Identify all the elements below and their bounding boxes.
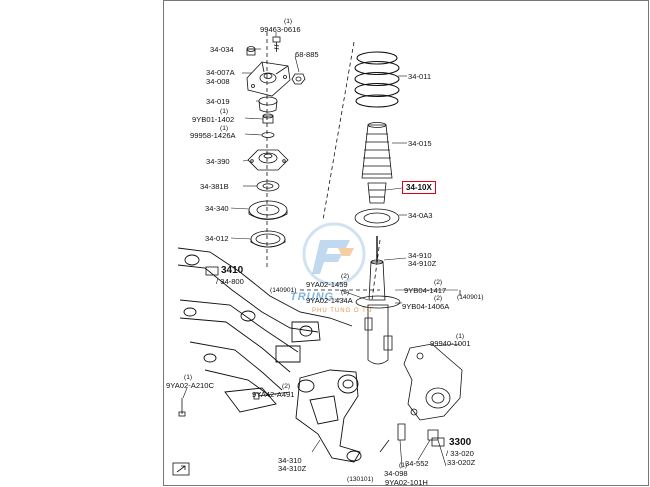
qty-9yb01: (1) <box>220 108 229 115</box>
bolt-9ya42 <box>253 391 291 400</box>
ref-34-800[interactable]: / 34-800 <box>216 277 244 286</box>
part-9ya02-a210c[interactable]: 9YA02-A210C <box>166 381 214 390</box>
watermark-brand: TRUNG... <box>290 291 347 303</box>
nut-68885 <box>291 73 306 85</box>
part-34-012[interactable]: 34-012 <box>205 234 229 243</box>
strut-34910 <box>355 236 401 365</box>
bolt-9ya02-a210c <box>178 398 186 417</box>
spring-rubber-34012 <box>250 230 286 248</box>
part-9ya02-1434a[interactable]: 9YA02-1434A <box>306 296 353 305</box>
part-99940-1001[interactable]: 99940-1001 <box>430 339 471 348</box>
strut-axis-upper <box>322 41 355 221</box>
bolt-99463 <box>272 36 281 52</box>
coil-spring-34011 <box>354 51 400 108</box>
watermark-logo-icon <box>302 222 366 286</box>
part-34-340[interactable]: 34-340 <box>205 204 229 213</box>
qty-34-098: (1) <box>399 462 408 469</box>
ball-joint-hardware <box>379 423 439 453</box>
part-9yb01-1402[interactable]: 9YB01-1402 <box>192 115 235 124</box>
spring-seat-34340 <box>248 200 288 220</box>
ref-3410-icon <box>205 266 219 276</box>
part-9yb04-1406a[interactable]: 9YB04-1406A <box>402 302 450 311</box>
qty-9yb04-1417: (2) <box>434 279 443 286</box>
part-34-015[interactable]: 34-015 <box>408 139 432 148</box>
watermark-subtitle: PHỤ TÙNG Ô TÔ <box>312 308 373 314</box>
part-34-034[interactable]: 34-034 <box>210 45 234 54</box>
part-34-007a[interactable]: 34-007A <box>206 68 235 77</box>
front-arrow-icon <box>172 462 190 476</box>
qty-9ya02-1459: (2) <box>341 273 350 280</box>
part-34-381b[interactable]: 34-381B <box>200 182 229 191</box>
ref-3300-icon <box>431 437 445 447</box>
part-34-008[interactable]: 34-008 <box>206 77 230 86</box>
qty-99940: (1) <box>456 333 465 340</box>
lower-seat-340a3 <box>354 208 400 228</box>
qty-9yb04-1406a: (2) <box>434 295 443 302</box>
date-140901-b: (140901) <box>457 294 484 301</box>
dust-boot-34015 <box>361 122 393 179</box>
diagram-frame <box>163 0 649 486</box>
qty-99463: (1) <box>284 18 293 25</box>
part-34-390[interactable]: 34-390 <box>206 157 230 166</box>
washer-99958 <box>261 132 275 138</box>
date-130101: (130101) <box>347 476 374 483</box>
part-34-310z[interactable]: 34-310Z <box>278 464 307 473</box>
part-99958-1426a[interactable]: 99958-1426A <box>190 131 236 140</box>
part-9ya02-1459[interactable]: 9YA02-1459 <box>306 280 348 289</box>
part-34-098[interactable]: 34-098 <box>384 469 408 478</box>
strut-mount-34007a <box>246 61 291 97</box>
upper-mount-34390 <box>247 149 289 171</box>
lower-control-arm-34310 <box>295 369 362 463</box>
ref-3410[interactable]: 3410 <box>221 265 244 276</box>
part-34-011[interactable]: 34-011 <box>408 72 432 81</box>
part-34-019[interactable]: 34-019 <box>206 97 230 106</box>
part-34-0a3[interactable]: 34-0A3 <box>408 211 433 220</box>
part-34-310[interactable]: 34-310 <box>278 456 302 465</box>
steering-knuckle <box>403 343 463 421</box>
ref-33-020[interactable]: / 33-020 <box>446 449 474 458</box>
qty-99958: (1) <box>220 125 229 132</box>
crossmember <box>177 247 353 413</box>
bound-stopper-34019 <box>258 96 278 113</box>
qty-9ya42: (2) <box>282 383 291 390</box>
bushing-34034 <box>246 46 256 56</box>
qty-9ya02-1434a: (2) <box>341 289 350 296</box>
ref-3300[interactable]: 3300 <box>449 437 472 448</box>
bearing-34381b <box>256 180 280 192</box>
bump-stop-3410x <box>367 182 387 204</box>
qty-9ya02-a210c: (1) <box>184 374 193 381</box>
part-9yb04-1417[interactable]: 9YB04-1417 <box>404 286 447 295</box>
ref-33-020z[interactable]: 33-020Z <box>447 458 476 467</box>
part-99463-0616[interactable]: 99463-0616 <box>260 25 301 34</box>
part-68-885[interactable]: 68-885 <box>295 50 319 59</box>
date-140901-a: (140901) <box>270 287 297 294</box>
nut-9yb01 <box>262 113 274 124</box>
part-34-10x-highlighted[interactable]: 34-10X <box>402 181 436 194</box>
part-34-910z[interactable]: 34-910Z <box>408 259 437 268</box>
part-9ya42-a491[interactable]: 9YA42-A491 <box>252 390 295 399</box>
part-34-552[interactable]: 34-552 <box>405 459 429 468</box>
part-34-910[interactable]: 34-910 <box>408 251 432 260</box>
part-9ya02-101h[interactable]: 9YA02-101H <box>385 478 428 487</box>
